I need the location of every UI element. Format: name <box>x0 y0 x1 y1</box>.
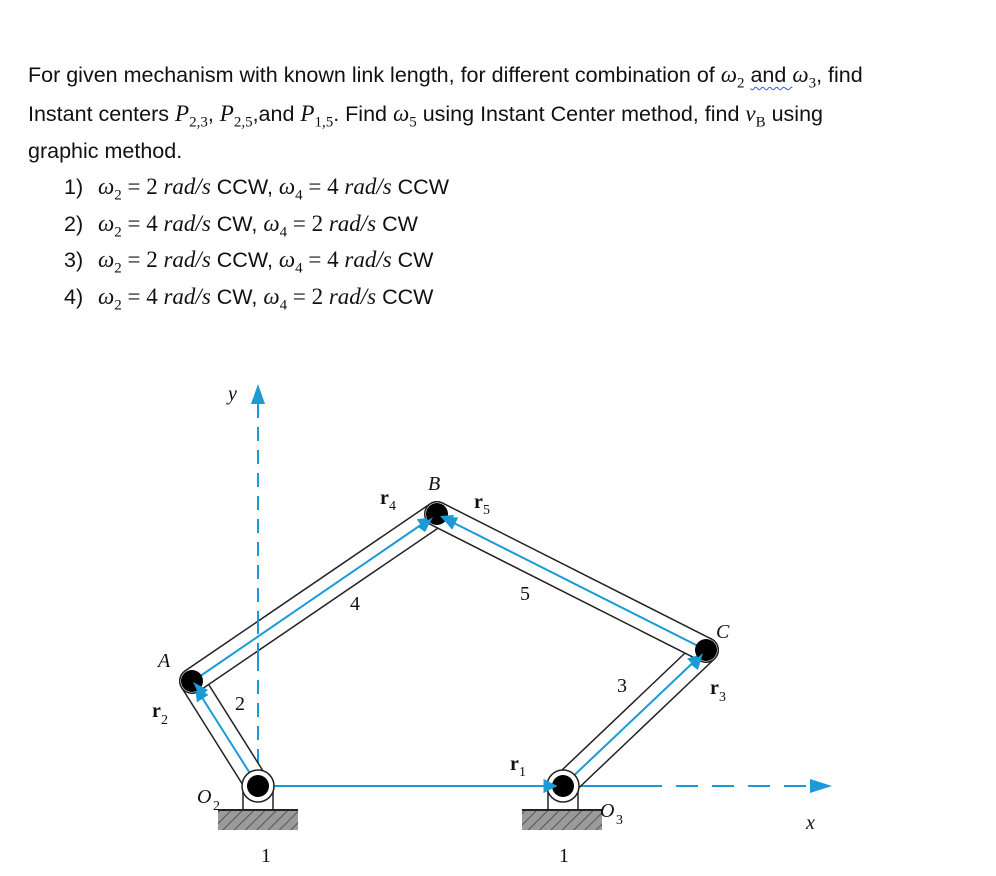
omega-2-symbol: ω2 <box>720 62 745 92</box>
point-a-label: A <box>156 650 171 672</box>
text: Instant centers <box>28 101 175 126</box>
r3-label: r 3 <box>710 677 726 705</box>
link-3-label: 3 <box>617 675 627 697</box>
svg-text:2: 2 <box>161 713 168 728</box>
direction: CCW <box>216 175 267 199</box>
text: ,and <box>252 101 301 126</box>
svg-text:2: 2 <box>213 799 220 814</box>
direction: CW <box>216 284 252 309</box>
o3-label: O 3 <box>600 800 623 828</box>
y-axis-arrow-icon <box>251 384 265 404</box>
p15-symbol: P1,5 <box>300 100 334 131</box>
mechanism-diagram: y x A B C O 2 O 3 r 1 r 2 r 3 r 4 r <box>152 383 832 867</box>
svg-text:r: r <box>380 487 389 509</box>
diagram-labels: y x A B C O 2 O 3 r 1 r 2 r 3 r 4 r <box>152 383 815 867</box>
case-item: 4)ω2 = 4 rad/s CW, ω4 = 2 rad/s CCW <box>64 283 434 314</box>
x-axis-arrow-icon <box>810 779 832 793</box>
o2-label: O 2 <box>197 786 220 814</box>
point-b-label: B <box>428 473 440 495</box>
pivot-o3 <box>546 769 580 803</box>
svg-text:1: 1 <box>519 765 526 780</box>
spellcheck-word: and <box>750 63 787 87</box>
problem-line-2: Instant centers P2,3, P2,5,and P1,5. Fin… <box>28 100 823 131</box>
svg-text:O: O <box>197 786 211 808</box>
vector-r2 <box>195 686 259 787</box>
problem-line-3: graphic method. <box>28 139 183 164</box>
vector-r2-head <box>193 682 208 697</box>
p25-symbol: P2,5 <box>219 100 253 131</box>
r5-label: r 5 <box>474 491 490 518</box>
svg-text:r: r <box>710 677 719 699</box>
text: using <box>765 101 823 126</box>
direction: CW <box>397 248 434 273</box>
ground-label-right: 1 <box>559 845 569 867</box>
p23-symbol: P2,3 <box>175 100 208 131</box>
direction: CW <box>382 211 418 236</box>
text: For given mechanism with known link leng… <box>28 63 721 87</box>
r4-label: r 4 <box>380 487 396 514</box>
case-item: 1)ω2 = 2 rad/s CCW, ω4 = 4 rad/s CCW <box>64 174 450 204</box>
svg-text:r: r <box>510 753 519 775</box>
case-list: 1)ω2 = 2 rad/s CCW, ω4 = 4 rad/s CCW 2)ω… <box>64 173 449 319</box>
direction: CCW <box>216 248 267 273</box>
svg-text:3: 3 <box>719 690 726 705</box>
svg-text:O: O <box>600 800 614 822</box>
vector-r5 <box>442 517 701 648</box>
link-2-label: 2 <box>235 693 245 715</box>
problem-statement: For given mechanism with known link leng… <box>28 60 978 166</box>
direction: CCW <box>382 284 434 309</box>
link-5-label: 5 <box>520 583 530 605</box>
case-number: 1) <box>64 175 84 199</box>
direction: CCW <box>397 175 450 199</box>
r1-label: r 1 <box>510 753 526 780</box>
case-number: 3) <box>64 248 84 273</box>
direction: CW <box>216 211 252 236</box>
svg-text:4: 4 <box>389 499 396 514</box>
y-axis-label: y <box>226 383 237 405</box>
r2-label: r 2 <box>152 700 168 728</box>
case-item: 2)ω2 = 4 rad/s CW, ω4 = 2 rad/s CW <box>64 210 418 241</box>
svg-text:3: 3 <box>616 813 623 828</box>
svg-text:5: 5 <box>483 503 490 518</box>
case-number: 4) <box>64 284 84 309</box>
text: using Instant Center method, find <box>416 101 746 126</box>
pivot-o2 <box>241 769 275 803</box>
ground-label-left: 1 <box>261 845 271 867</box>
vector-r5-head <box>440 515 454 527</box>
vector-r3-head <box>690 653 703 670</box>
y-axis <box>251 384 265 786</box>
problem-line-1: For given mechanism with known link leng… <box>28 60 978 99</box>
case-item: 3)ω2 = 2 rad/s CCW, ω4 = 4 rad/s CW <box>64 247 434 277</box>
link-4-label: 4 <box>350 593 360 615</box>
vector-r4-head <box>418 517 433 532</box>
x-axis-label: x <box>805 812 815 834</box>
vb-symbol: vB <box>745 100 766 131</box>
case-number: 2) <box>64 211 84 236</box>
vector-r3 <box>565 654 703 784</box>
omega-3-symbol: ω3 <box>792 62 817 92</box>
position-vectors <box>195 517 703 793</box>
vector-r4 <box>195 517 433 680</box>
omega-5-symbol: ω5 <box>392 100 417 131</box>
text: , find <box>816 63 863 87</box>
svg-text:r: r <box>152 700 161 722</box>
svg-text:r: r <box>474 491 483 513</box>
text: . Find <box>333 101 393 126</box>
point-c-label: C <box>716 621 730 643</box>
